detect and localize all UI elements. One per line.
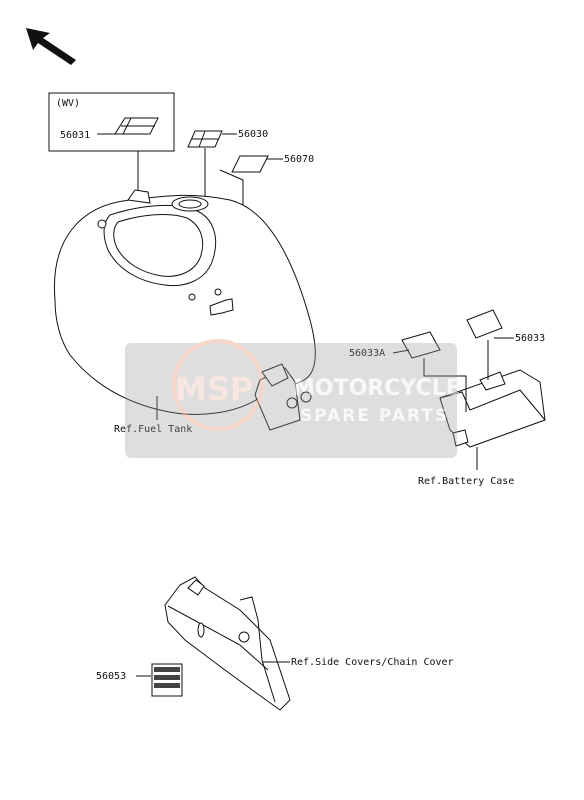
- fuel-tank: [53, 189, 316, 431]
- part-number-56053: 56053: [96, 671, 126, 682]
- label-56031: [114, 117, 159, 135]
- label-56053: [151, 663, 183, 697]
- label-56070: [231, 155, 269, 173]
- watermark: MSP MOTORCYCLE SPARE PARTS: [125, 339, 461, 458]
- watermark-line1: MOTORCYCLE: [293, 376, 461, 401]
- part-number-56033A: 56033A: [349, 348, 385, 359]
- chain-cover: [164, 576, 291, 711]
- part-number-56033: 56033: [515, 333, 545, 344]
- ref-fuel-tank: Ref.Fuel Tank: [114, 424, 192, 435]
- part-number-56070: 56070: [284, 154, 314, 165]
- label-56030: [187, 130, 223, 148]
- variant-label: (WV): [56, 98, 80, 109]
- label-56033: [466, 309, 503, 339]
- arrow-up-left-icon: [26, 28, 76, 65]
- variant-box: (WV): [48, 92, 175, 152]
- part-number-56031: 56031: [60, 130, 90, 141]
- part-number-56030: 56030: [238, 129, 268, 140]
- ref-side-covers-chain-cover: Ref.Side Covers/Chain Cover: [291, 657, 454, 668]
- watermark-line2: SPARE PARTS: [300, 406, 449, 426]
- ref-battery-case: Ref.Battery Case: [418, 476, 514, 487]
- label-56033A: [401, 331, 441, 359]
- watermark-logo: MSP: [175, 370, 253, 408]
